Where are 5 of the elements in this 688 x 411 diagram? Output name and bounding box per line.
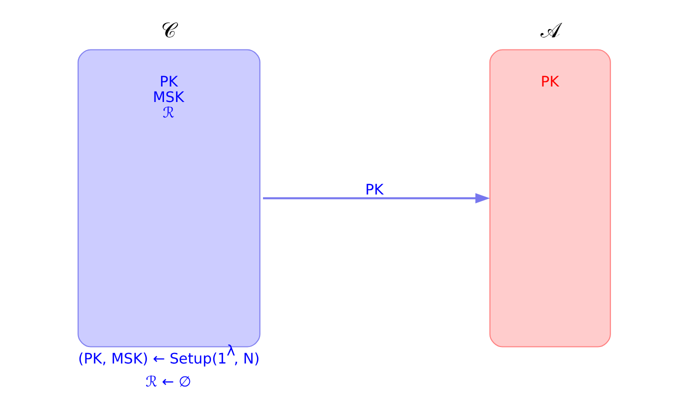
edge-label: PK — [365, 182, 384, 198]
node-label: 𝒞 — [161, 18, 176, 42]
arrow — [263, 193, 490, 204]
node-label: ℛ ← ∅ — [146, 374, 192, 390]
node-label: 𝒜 — [540, 18, 560, 42]
